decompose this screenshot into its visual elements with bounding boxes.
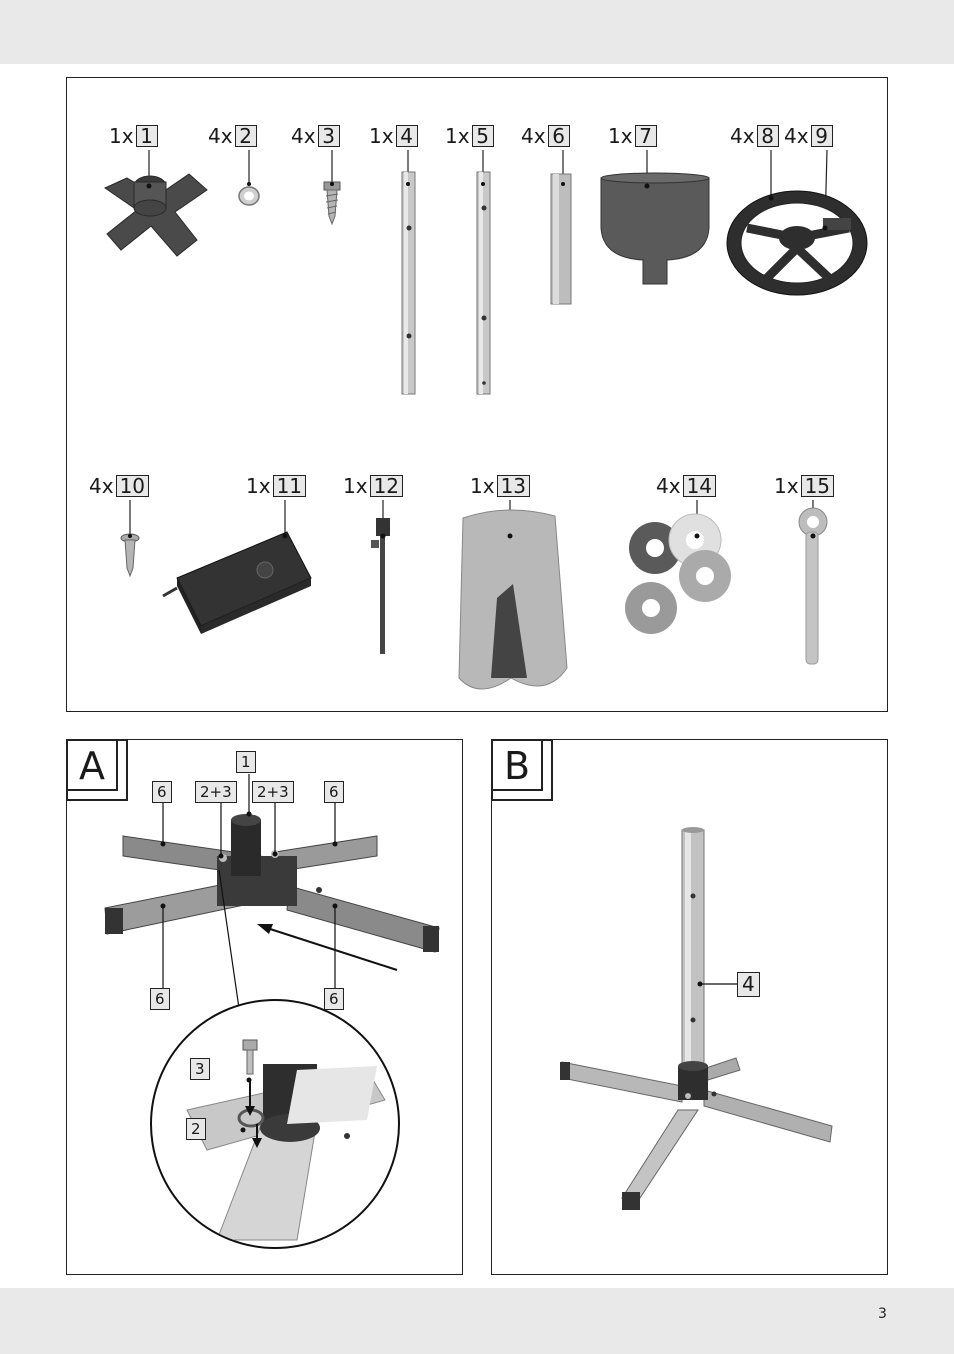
assembly-illustration-b [560, 827, 833, 1210]
callout-part-2: 2 [186, 1118, 206, 1140]
square-bar-icon [550, 173, 572, 305]
assembly-illustration-a [104, 774, 440, 1249]
callout-part-2-3: 2+3 [252, 781, 294, 803]
callout-part-1: 1 [236, 751, 256, 773]
top-band [0, 0, 954, 64]
tube-icon [401, 171, 416, 395]
parts-illustrations [103, 149, 868, 690]
arrow-icon [257, 924, 398, 971]
callout-part-2-3: 2+3 [195, 781, 237, 803]
tube-icon [476, 171, 491, 395]
cover-icon [458, 509, 568, 690]
section-letter: B [493, 741, 543, 791]
section-tab: B [491, 739, 553, 801]
bottom-band [0, 1288, 954, 1354]
section-tab: A [66, 739, 128, 801]
page-number: 3 [878, 1306, 887, 1322]
wrench-icon [798, 507, 828, 665]
detail-magnifier [150, 999, 400, 1249]
callout-part-6: 6 [324, 781, 344, 803]
cross-stand-icon [104, 814, 440, 953]
screw-icon [323, 181, 341, 226]
washer-icon [238, 186, 260, 206]
step-a-panel: A [66, 739, 463, 1275]
rings-icon [625, 513, 731, 634]
bowl-icon [600, 172, 710, 285]
callout-part-6: 6 [150, 988, 170, 1010]
callout-part-6: 6 [152, 781, 172, 803]
callout-part-3: 3 [190, 1058, 210, 1080]
assembled-stand-icon [560, 827, 833, 1210]
callout-part-4: 4 [737, 972, 760, 997]
section-letter: A [68, 741, 118, 791]
wheel-icon [726, 190, 868, 296]
screw-icon [120, 533, 140, 578]
step-b-panel: B 4 [491, 739, 888, 1275]
cross-base-icon [103, 173, 208, 257]
control-box-icon [162, 531, 312, 634]
callout-part-6: 6 [324, 988, 344, 1010]
spike-icon [371, 518, 390, 654]
